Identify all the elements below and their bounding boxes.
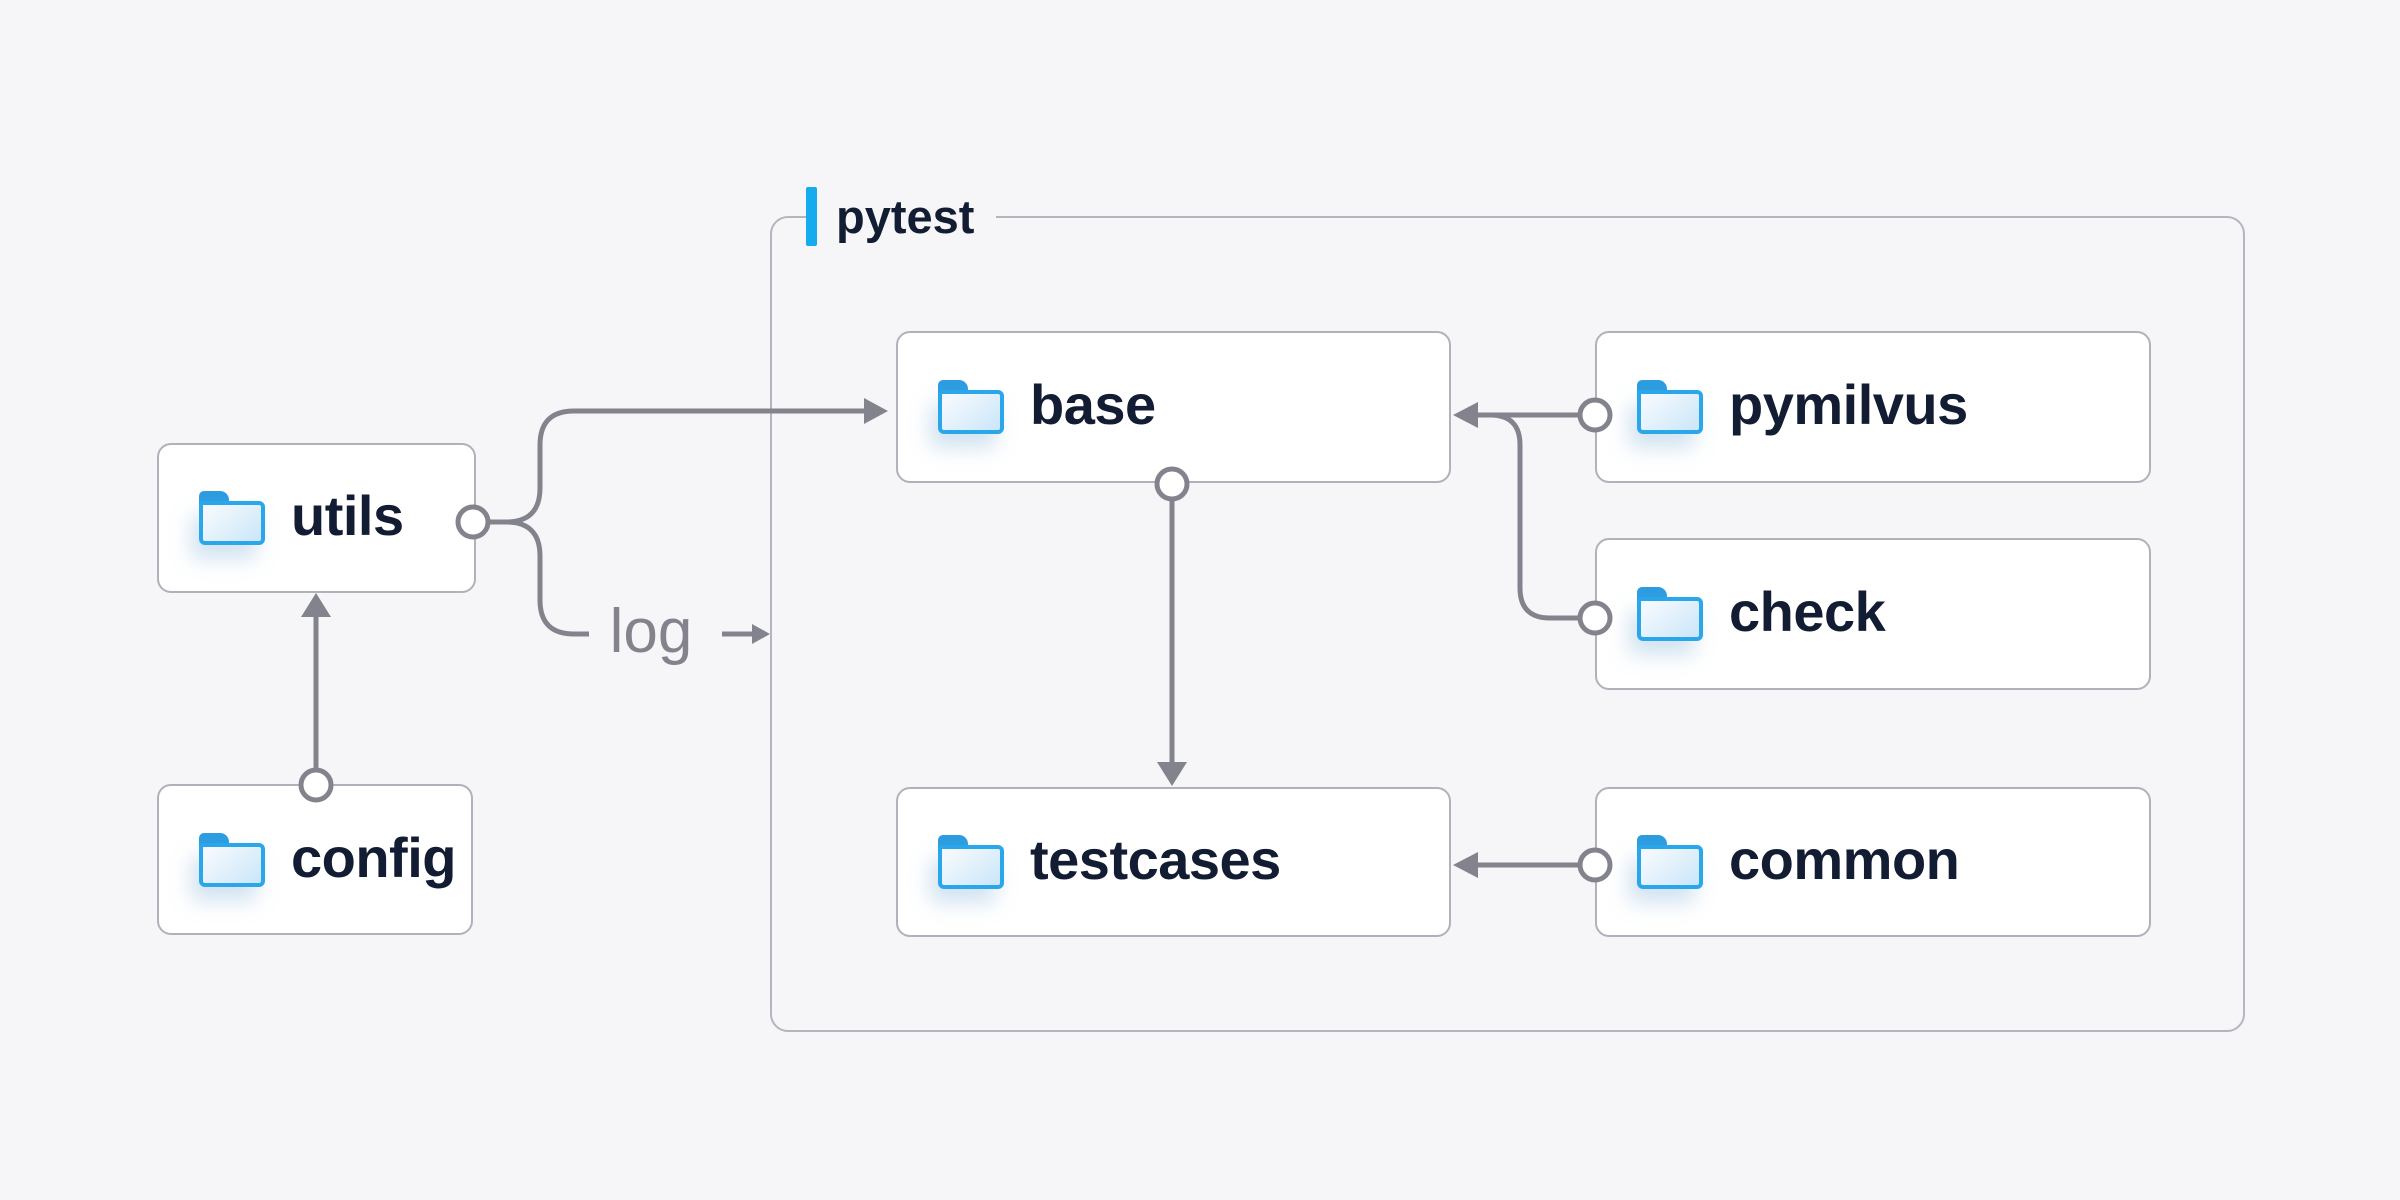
group-pytest	[770, 216, 2245, 1032]
node-label: base	[1030, 373, 1156, 436]
arrowhead-up	[301, 593, 331, 617]
node-label: pymilvus	[1729, 373, 1968, 436]
node-base[interactable]: base	[896, 331, 1451, 483]
node-label: testcases	[1030, 828, 1281, 891]
node-label: config	[291, 825, 456, 889]
node-label: check	[1729, 580, 1886, 643]
node-testcases[interactable]: testcases	[896, 787, 1451, 937]
folder-icon	[1637, 587, 1703, 641]
group-pytest-label: pytest	[806, 184, 997, 248]
arrowhead-right-small	[752, 624, 770, 644]
node-check[interactable]: check	[1595, 538, 2151, 690]
node-config[interactable]: config	[157, 784, 473, 935]
node-label: common	[1729, 828, 1960, 891]
node-pymilvus[interactable]: pymilvus	[1595, 331, 2151, 483]
node-utils[interactable]: utils	[157, 443, 476, 593]
edge-log-label: log	[609, 597, 693, 666]
edge-utils-log	[488, 519, 589, 637]
node-label: utils	[291, 484, 404, 547]
folder-icon	[199, 491, 265, 545]
folder-icon	[938, 835, 1004, 889]
accent-bar	[806, 186, 817, 246]
group-title: pytest	[836, 189, 975, 243]
folder-icon	[1637, 380, 1703, 434]
folder-icon	[938, 380, 1004, 434]
folder-icon	[199, 832, 265, 887]
folder-icon	[1637, 835, 1703, 889]
node-common[interactable]: common	[1595, 787, 2151, 937]
